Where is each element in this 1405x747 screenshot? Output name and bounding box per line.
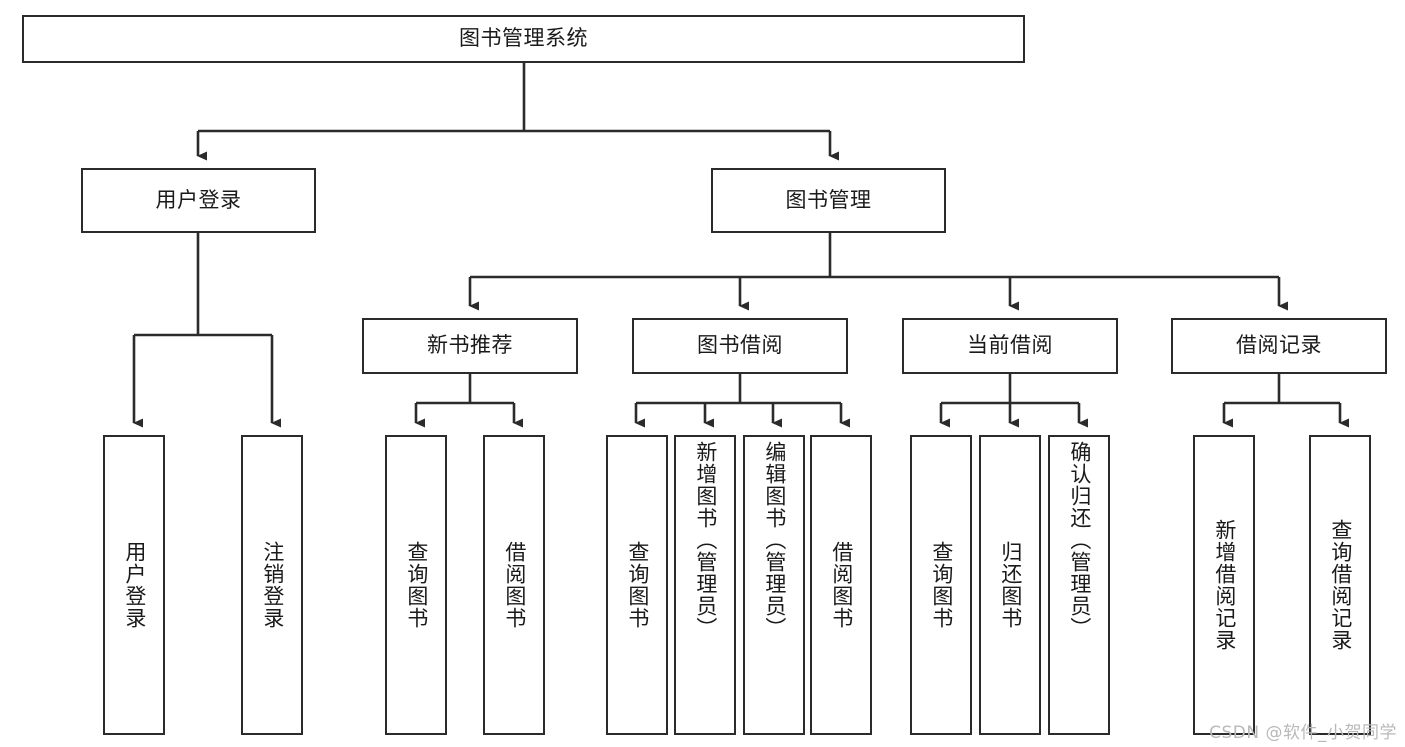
node-label: 新增借阅记录: [1212, 519, 1237, 651]
node-current-borrow[interactable]: 当前借阅: [902, 318, 1118, 374]
node-label: 当前借阅: [967, 333, 1053, 358]
node-label: 用户登录: [122, 541, 147, 629]
node-root-system[interactable]: 图书管理系统: [22, 15, 1025, 63]
leaf-user-login-login[interactable]: 用户登录: [103, 435, 165, 735]
leaf-current-return-book[interactable]: 归还图书: [979, 435, 1041, 735]
node-book-management[interactable]: 图书管理: [711, 168, 946, 233]
node-label: 借阅图书: [829, 541, 854, 629]
leaf-recommend-query-book[interactable]: 查询图书: [385, 435, 447, 735]
leaf-borrow-edit-book-admin[interactable]: 编辑图书（管理员）: [743, 435, 805, 735]
node-label: 查询借阅记录: [1328, 519, 1353, 651]
leaf-user-login-logout[interactable]: 注销登录: [241, 435, 303, 735]
node-label: 用户登录: [155, 187, 242, 212]
leaf-borrow-borrow-book[interactable]: 借阅图书: [810, 435, 872, 735]
node-label: 图书管理系统: [459, 26, 588, 51]
leaf-recommend-borrow-book[interactable]: 借阅图书: [483, 435, 545, 735]
node-label: 新增图书（管理员）: [693, 441, 718, 639]
leaf-record-query-record[interactable]: 查询借阅记录: [1309, 435, 1371, 735]
leaf-record-add-record[interactable]: 新增借阅记录: [1193, 435, 1255, 735]
node-label: 归还图书: [998, 541, 1023, 629]
node-book-borrow[interactable]: 图书借阅: [632, 318, 848, 374]
leaf-current-confirm-return-admin[interactable]: 确认归还（管理员）: [1048, 435, 1110, 735]
node-new-book-recommend[interactable]: 新书推荐: [362, 318, 578, 374]
node-label: 新书推荐: [427, 333, 513, 358]
node-label: 查询图书: [625, 541, 650, 629]
leaf-borrow-add-book-admin[interactable]: 新增图书（管理员）: [674, 435, 736, 735]
node-user-login[interactable]: 用户登录: [81, 168, 316, 233]
node-borrow-record[interactable]: 借阅记录: [1171, 318, 1387, 374]
node-label: 借阅图书: [502, 541, 527, 629]
node-label: 借阅记录: [1236, 333, 1322, 358]
node-label: 查询图书: [929, 541, 954, 629]
leaf-current-query-book[interactable]: 查询图书: [910, 435, 972, 735]
node-label: 编辑图书（管理员）: [762, 441, 787, 639]
node-label: 查询图书: [404, 541, 429, 629]
node-label: 图书管理: [785, 187, 872, 212]
node-label: 图书借阅: [697, 333, 783, 358]
node-label: 注销登录: [260, 541, 285, 629]
node-label: 确认归还（管理员）: [1067, 441, 1092, 639]
leaf-borrow-query-book[interactable]: 查询图书: [606, 435, 668, 735]
